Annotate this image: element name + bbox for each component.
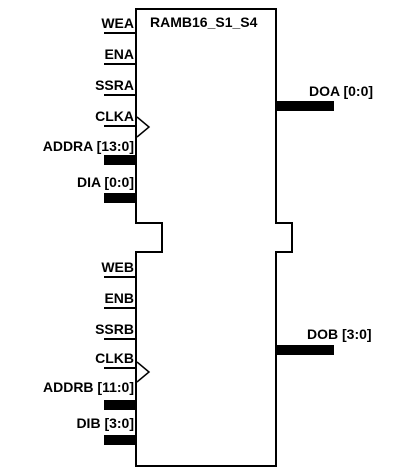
- pin-dia-bus: [104, 193, 136, 203]
- pin-addrb-bus: [104, 400, 136, 410]
- clka-clock-marker: [136, 116, 151, 138]
- pin-clka-label: CLKA: [95, 108, 134, 124]
- pin-enb-label: ENB: [104, 290, 134, 306]
- pin-addra-bus: [104, 155, 136, 165]
- pin-dib-bus: [104, 435, 136, 445]
- pin-dob-label: DOB [3:0]: [307, 326, 372, 342]
- pin-dob-bus: [276, 345, 334, 355]
- block-outline: [135, 8, 293, 467]
- pin-doa-label: DOA [0:0]: [309, 83, 373, 99]
- pin-clkb-label: CLKB: [95, 350, 134, 366]
- pin-web-label: WEB: [101, 259, 134, 275]
- pin-addra-label: ADDRA [13:0]: [43, 138, 134, 154]
- clkb-clock-marker: [136, 361, 151, 383]
- pin-addrb-label: ADDRB [11:0]: [43, 379, 134, 395]
- pin-dia-label: DIA [0:0]: [77, 174, 134, 190]
- block-title: RAMB16_S1_S4: [150, 14, 258, 30]
- pin-ssrb-label: SSRB: [95, 321, 134, 337]
- pin-ssra-label: SSRA: [95, 77, 134, 93]
- pin-wea-label: WEA: [101, 15, 134, 31]
- pin-ena-label: ENA: [104, 46, 134, 62]
- pin-dib-label: DIB [3:0]: [76, 415, 134, 431]
- pin-doa-bus: [276, 101, 334, 111]
